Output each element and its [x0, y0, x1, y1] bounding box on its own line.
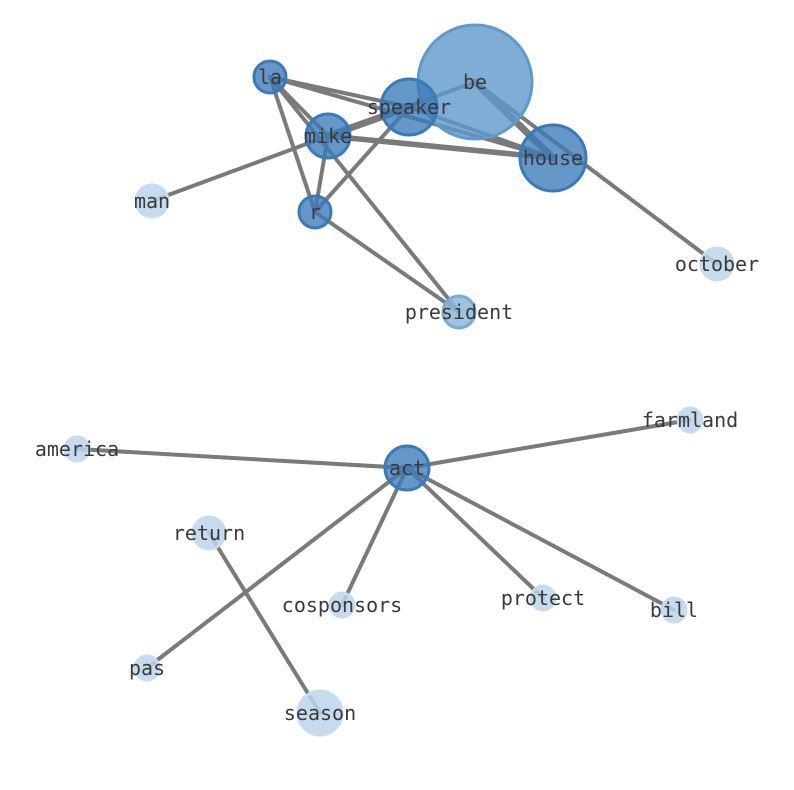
- node-label-protect: protect: [501, 586, 585, 610]
- node-protect[interactable]: [529, 584, 557, 612]
- edge-act-cosponsors: [340, 466, 409, 607]
- node-label-return: return: [173, 521, 245, 545]
- node-label-october: october: [675, 252, 759, 276]
- edge-return-season: [207, 531, 322, 715]
- edge-la-r: [268, 75, 317, 214]
- node-president[interactable]: [441, 294, 477, 330]
- edge-act-farmland: [405, 418, 692, 470]
- node-october[interactable]: [699, 246, 735, 282]
- edges-layer: [75, 75, 719, 715]
- node-label-speaker: speaker: [367, 95, 451, 119]
- node-label-season: season: [284, 701, 356, 725]
- node-label-president: president: [405, 300, 513, 324]
- edge-mike-house: [325, 133, 556, 161]
- node-la[interactable]: [252, 59, 288, 95]
- node-man[interactable]: [134, 183, 170, 219]
- node-label-be: be: [463, 70, 487, 94]
- node-mike[interactable]: [304, 112, 352, 160]
- node-label-bill: bill: [650, 598, 698, 622]
- edge-mike-man: [150, 134, 330, 203]
- edge-la-president: [268, 75, 461, 314]
- edge-act-protect: [405, 466, 545, 600]
- edge-r-president: [313, 210, 461, 314]
- node-return[interactable]: [191, 515, 227, 551]
- node-season[interactable]: [296, 689, 344, 737]
- node-label-house: house: [523, 146, 583, 170]
- nodes-layer: [63, 23, 735, 737]
- node-label-r: r: [309, 200, 321, 224]
- node-house[interactable]: [518, 123, 588, 193]
- node-pas[interactable]: [133, 654, 161, 682]
- node-bill[interactable]: [660, 596, 688, 624]
- node-farmland[interactable]: [676, 406, 704, 434]
- node-label-la: la: [258, 65, 282, 89]
- node-label-mike: mike: [304, 124, 352, 148]
- node-speaker[interactable]: [379, 77, 439, 137]
- node-label-man: man: [134, 189, 170, 213]
- edge-act-bill: [405, 466, 676, 612]
- labels-layer: be speaker house mike la r man october president…: [35, 65, 759, 725]
- node-label-cosponsors: cosponsors: [282, 593, 402, 617]
- node-label-farmland: farmland: [642, 408, 738, 432]
- node-r[interactable]: [297, 194, 333, 230]
- edge-act-pas: [145, 466, 409, 670]
- node-america[interactable]: [63, 435, 91, 463]
- node-cosponsors[interactable]: [328, 591, 356, 619]
- node-act[interactable]: [383, 444, 431, 492]
- node-label-pas: pas: [129, 656, 165, 680]
- node-label-act: act: [389, 456, 425, 480]
- edge-act-america: [75, 447, 409, 470]
- node-label-america: america: [35, 437, 119, 461]
